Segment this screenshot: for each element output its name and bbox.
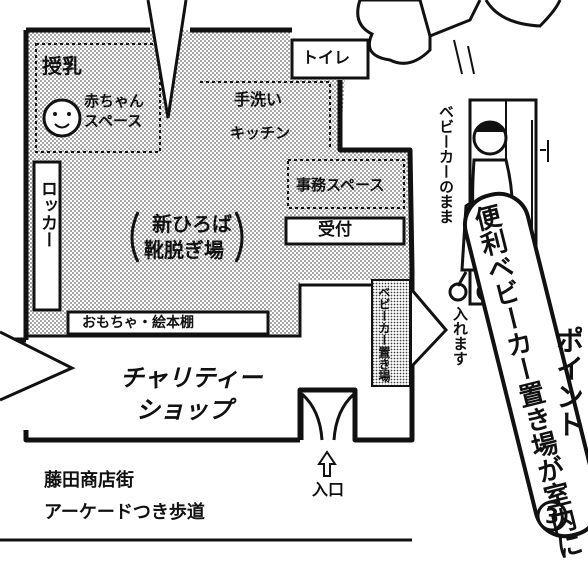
baby-space-zone [35, 43, 161, 153]
street-label-1: 藤田商店街 [44, 470, 134, 491]
entrance-label: 入口 [312, 480, 345, 499]
stroller-caption: ベビーカーのまま [437, 104, 455, 224]
baby-face-icon [42, 98, 82, 138]
enter-caption: 入れます [451, 306, 469, 366]
office-label: 事務スペース [296, 176, 385, 194]
toy-shelf-box [66, 310, 270, 336]
reception-label: 受付 [318, 220, 352, 240]
nursing-label: 授乳 [42, 54, 82, 78]
point-label: ポイント [552, 326, 585, 438]
office-zone [287, 159, 405, 209]
sink-label: 手洗い [234, 90, 283, 109]
toilet-label: トイレ [302, 48, 351, 67]
reception-box [284, 216, 406, 246]
entrance-door [300, 392, 356, 441]
point-number-badge [536, 500, 568, 532]
charity-shop-label-1: チャリティー [120, 364, 263, 392]
baby-space-label: 赤ちゃんスペース [84, 92, 145, 130]
shaded-floor [26, 30, 410, 335]
seating-area-label: 靴脱ぎ場 [144, 238, 224, 262]
entrance-arrow [317, 450, 337, 477]
charity-shop-label-2: ショップ [136, 396, 232, 424]
point-banner [462, 191, 588, 539]
street-label-2: アーケードつき歩道 [44, 502, 205, 523]
stroller-parking-label: ベビーカー置き場 [377, 286, 391, 382]
point-number: 3 [545, 504, 559, 528]
locker-label: ロッカー [37, 180, 57, 248]
stroller-area [371, 279, 411, 387]
locker-box [32, 160, 62, 312]
kitchen-label: キッチン [230, 124, 291, 142]
toy-shelf-label: おもちゃ・絵本棚 [82, 315, 194, 331]
new-plaza-label: 新ひろば [152, 212, 232, 236]
